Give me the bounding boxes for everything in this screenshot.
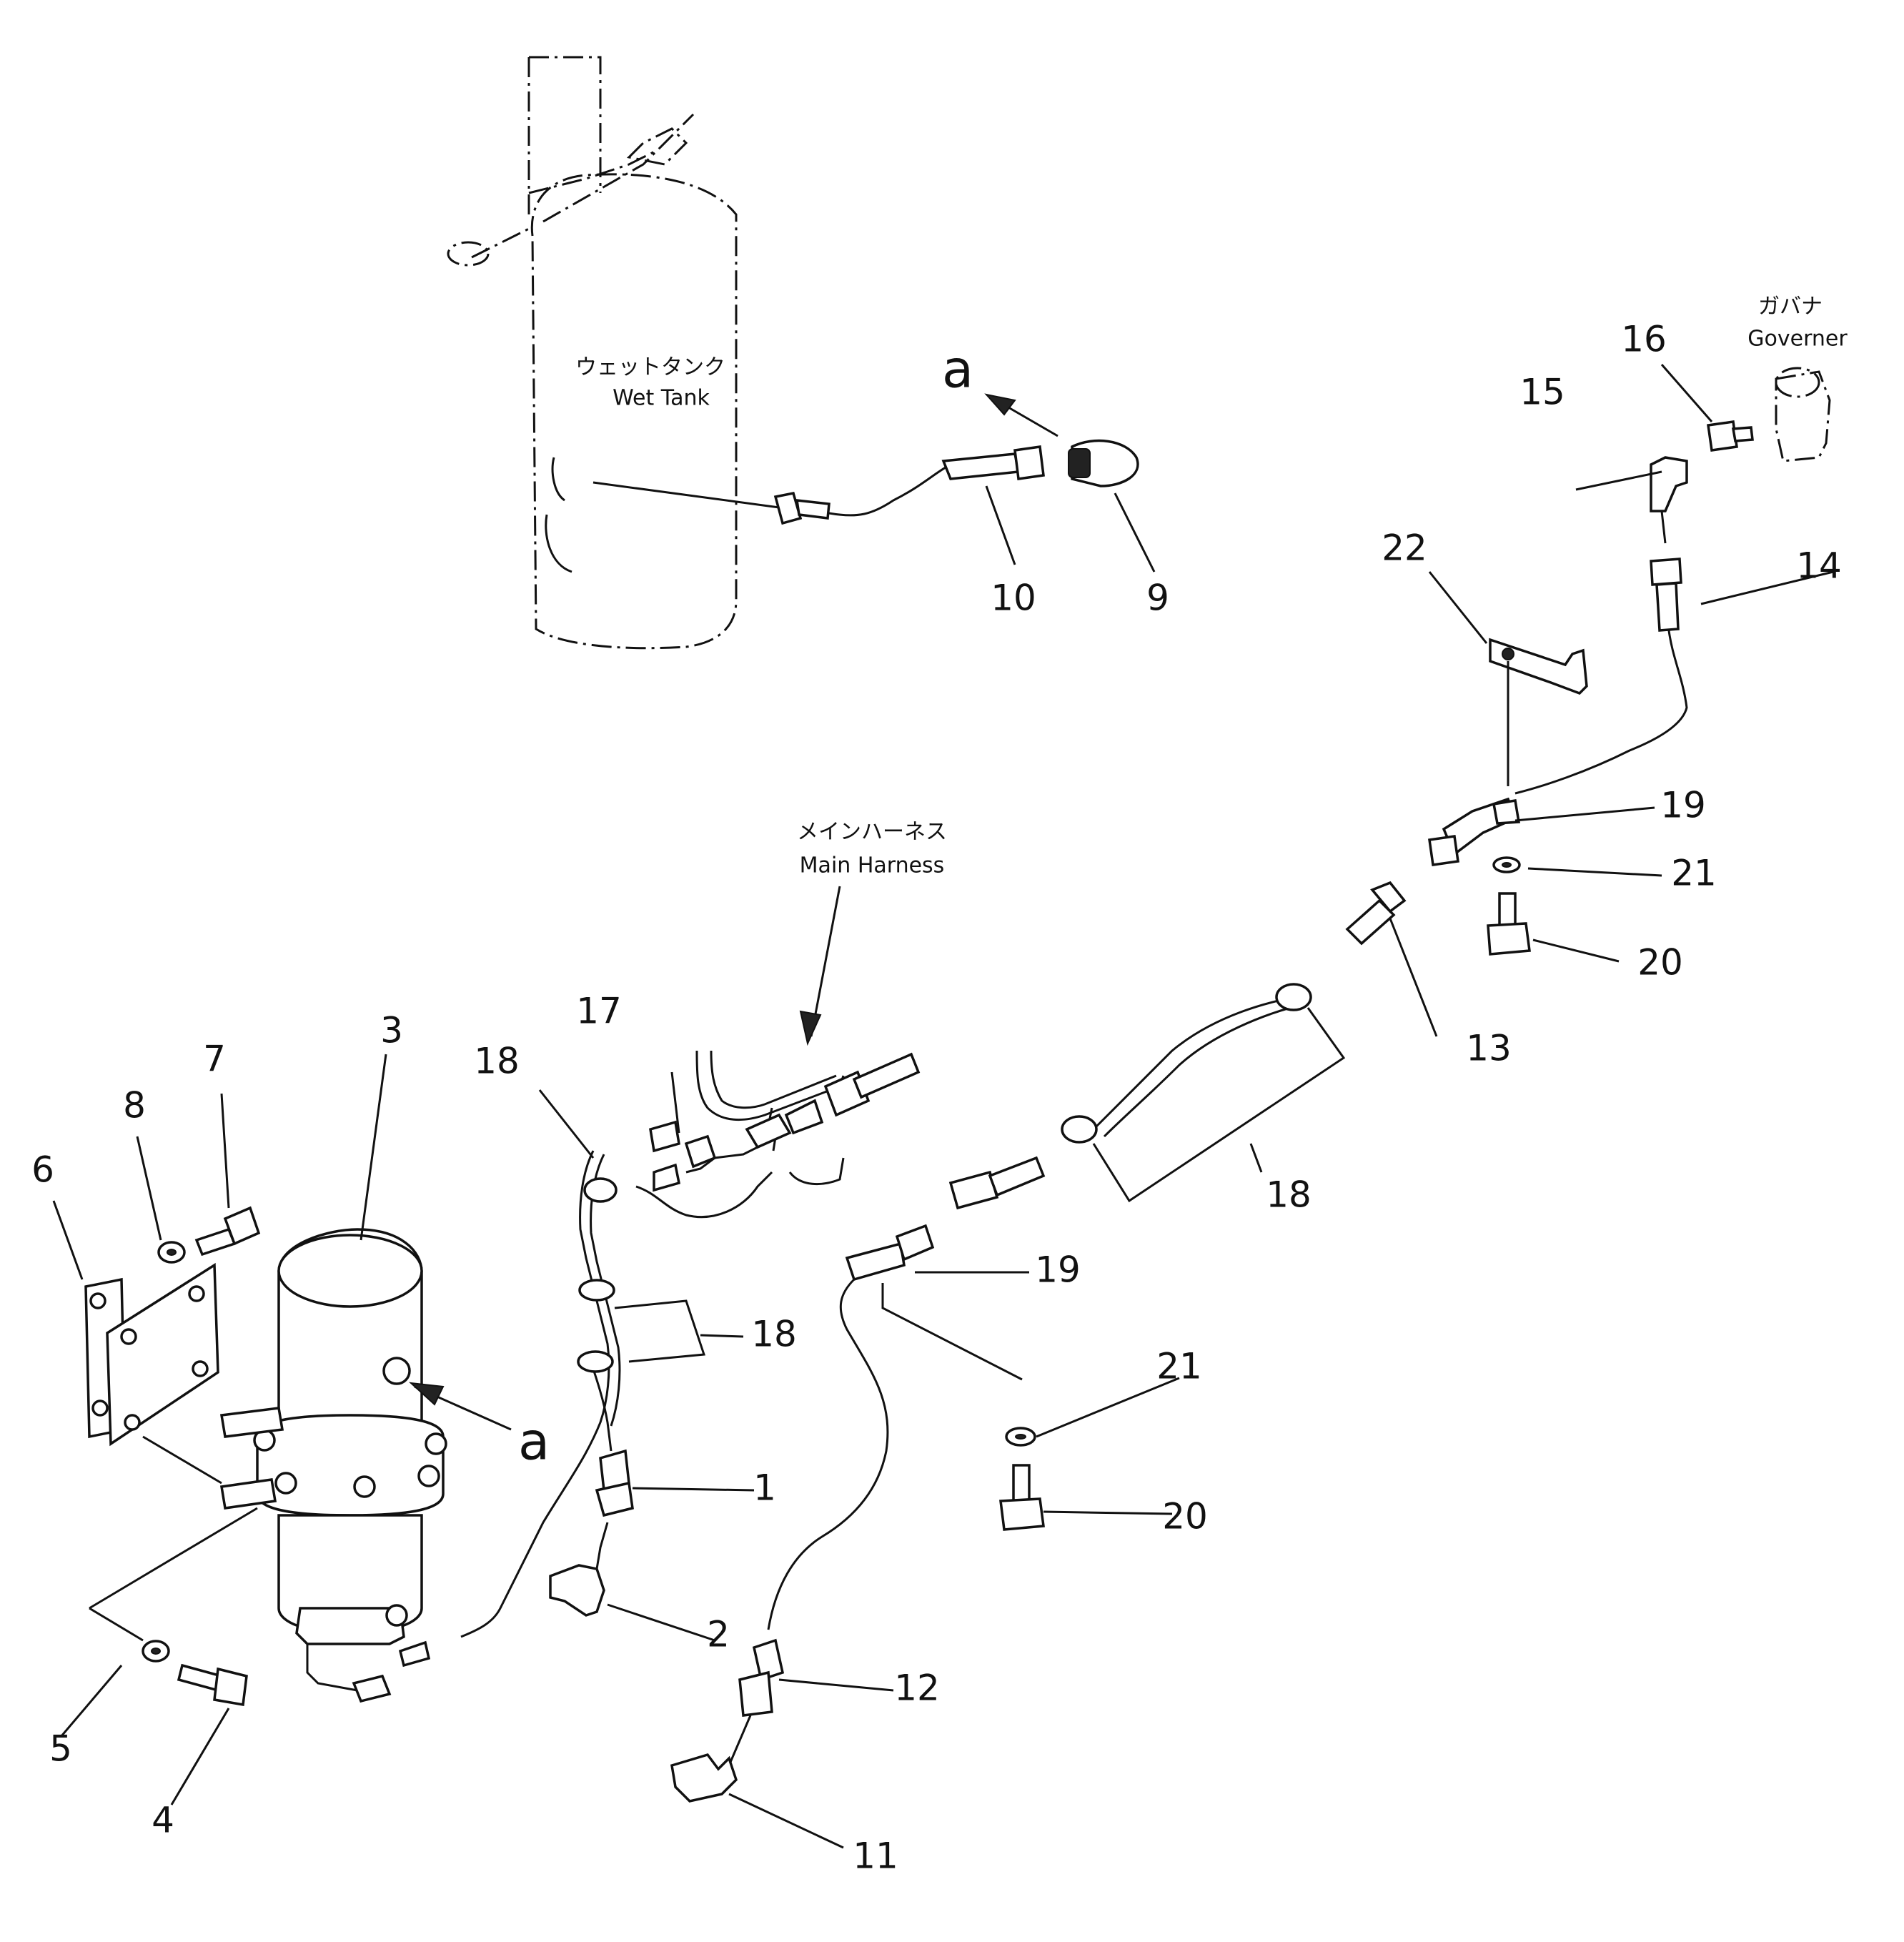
part-number-19-lower: 19 bbox=[1035, 1249, 1081, 1291]
callout-a-top-label: a bbox=[942, 340, 973, 400]
part-number-10: 10 bbox=[991, 578, 1036, 619]
part-number-18-middle: 18 bbox=[751, 1314, 797, 1355]
part-20-upper-bolt bbox=[1487, 892, 1531, 956]
part-number-20-upper: 20 bbox=[1637, 942, 1683, 984]
part-number-20-lower: 20 bbox=[1162, 1496, 1208, 1537]
part-number-14: 14 bbox=[1796, 545, 1842, 587]
part-number-8: 8 bbox=[123, 1085, 146, 1126]
part-21-lower-washer bbox=[1005, 1427, 1036, 1447]
part-6-bracket bbox=[84, 1262, 222, 1485]
callout-a-dryer: a bbox=[409, 1382, 550, 1472]
part-number-11: 11 bbox=[853, 1836, 898, 1877]
part-number-13: 13 bbox=[1466, 1028, 1512, 1069]
part-number-4: 4 bbox=[152, 1800, 174, 1841]
part-number-labels: 1 2 3 4 5 6 7 8 9 10 11 12 13 14 15 16 1… bbox=[31, 319, 1842, 1877]
part-number-5: 5 bbox=[49, 1728, 72, 1770]
part-2-elbow bbox=[549, 1522, 609, 1617]
governor: ガバナ Governer bbox=[1747, 294, 1848, 462]
part-number-6: 6 bbox=[31, 1149, 54, 1191]
part-number-7: 7 bbox=[203, 1039, 226, 1080]
part-19-upper-clip bbox=[1428, 797, 1521, 866]
part-number-1: 1 bbox=[753, 1467, 776, 1509]
part-13-connector bbox=[1345, 881, 1407, 946]
part-number-12: 12 bbox=[894, 1668, 940, 1709]
callout-a-top: a bbox=[942, 340, 1058, 437]
part-number-17: 17 bbox=[576, 991, 622, 1032]
part-12-connector bbox=[728, 1638, 785, 1766]
governor-label-en: Governer bbox=[1747, 327, 1848, 352]
wet-tank-label-en: Wet Tank bbox=[613, 386, 710, 411]
lower-hose-fittings bbox=[948, 1156, 1046, 1210]
part-number-15: 15 bbox=[1519, 372, 1565, 413]
part-11-elbow bbox=[670, 1753, 738, 1803]
part-9-drain-valve bbox=[1068, 439, 1139, 487]
part-19-lower-clip bbox=[767, 1224, 1023, 1630]
part-5-washer bbox=[142, 1640, 170, 1663]
part-1-connector bbox=[588, 1357, 634, 1517]
hose-right-18 bbox=[1061, 983, 1346, 1203]
part-number-16: 16 bbox=[1621, 319, 1667, 360]
part-number-2: 2 bbox=[707, 1614, 730, 1655]
part-number-3: 3 bbox=[380, 1010, 403, 1051]
main-harness-label-en: Main Harness bbox=[800, 853, 945, 878]
wet-tank: ウェットタンク Wet Tank bbox=[447, 56, 738, 650]
main-harness: メインハーネス Main Harness bbox=[635, 820, 947, 1219]
part-16-connector bbox=[1707, 420, 1754, 452]
part-number-21-upper: 21 bbox=[1671, 853, 1717, 894]
wire-harness-left bbox=[460, 1150, 706, 1638]
part-15-elbow bbox=[1650, 456, 1688, 544]
callout-a-dryer-label: a bbox=[518, 1412, 550, 1472]
leader-lines bbox=[52, 364, 1834, 1849]
governor-label-jp: ガバナ bbox=[1758, 294, 1823, 319]
part-8-washer bbox=[157, 1241, 186, 1264]
part-21-upper-washer bbox=[1492, 856, 1521, 873]
part-number-22: 22 bbox=[1382, 527, 1427, 569]
part-number-21-lower: 21 bbox=[1156, 1346, 1202, 1387]
part-number-18-left: 18 bbox=[474, 1041, 520, 1082]
part-number-19-upper: 19 bbox=[1660, 785, 1706, 826]
tank-drain-line bbox=[592, 445, 1045, 525]
part-4-bolt bbox=[89, 1507, 258, 1707]
main-harness-label-jp: メインハーネス bbox=[797, 820, 947, 845]
part-3-air-dryer bbox=[219, 1228, 447, 1703]
part-14-pipe bbox=[1514, 558, 1688, 795]
part-7-bolt bbox=[194, 1206, 261, 1257]
part-number-18-right: 18 bbox=[1266, 1174, 1312, 1216]
wet-tank-label-jp: ウェットタンク bbox=[575, 355, 725, 380]
part-number-9: 9 bbox=[1146, 578, 1169, 619]
part-22-bracket bbox=[1489, 638, 1588, 786]
part-20-lower-bolt bbox=[999, 1464, 1045, 1531]
